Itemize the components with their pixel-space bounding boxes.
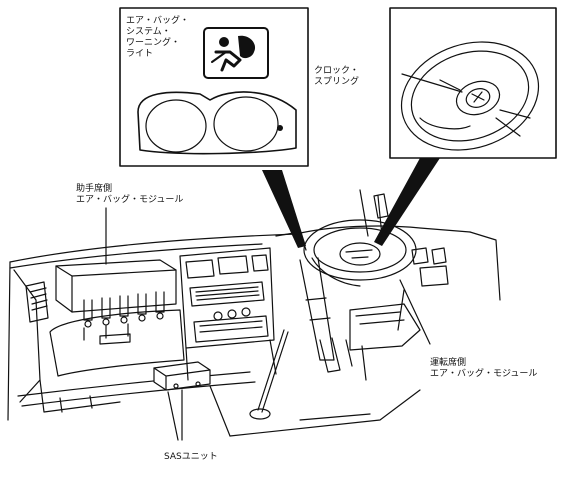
warning-light-callout-wedge [262,170,306,248]
driver-module-label: 運転席側 エア・バッグ・モジュール [430,358,537,380]
console-lower [167,385,231,441]
passenger-airbag-module [55,259,177,341]
dash-left-panel [13,269,41,403]
callout-wedges [262,158,440,248]
driver-module-leader-a [397,289,405,331]
dash-top-right [295,225,471,235]
instrument-cluster [137,91,297,155]
driver-module-label-line-2: エア・バッグ・モジュール [430,369,538,379]
dash-lower-edge-2 [21,381,256,407]
passenger-module-label-line-1: 助手席側 [76,184,113,194]
steering-wheel-detail [400,41,540,151]
center-stack [179,247,275,349]
floor-mat [299,413,371,421]
dash-left-edge [7,261,11,421]
clock-spring-label-line-2: スプリング [314,77,360,87]
instrument-hood [275,231,307,251]
dash-top-edge [9,233,297,263]
warning-light-label-line-3: ワーニング・ [126,38,181,48]
left-vent [25,281,49,323]
clock-spring-center [471,91,485,103]
clock-spring-callout-wedge [374,158,440,246]
warning-light-label-line-4: ライト [126,49,154,59]
glovebox-latch [99,333,131,345]
pedals [319,337,367,381]
door-edge [469,231,501,301]
right-vent [419,265,449,287]
dashboard [7,189,501,441]
glovebox-bottom [39,379,121,413]
side-mirror [373,193,389,219]
clock-spring-label-line-1: クロック・ [314,66,359,76]
warning-light-label-line-1: エア・バッグ・ [126,16,190,26]
under-dash-ribs [59,395,93,413]
console-sides [185,339,277,381]
driver-module-leader [399,279,431,345]
passenger-module-label: 助手席側 エア・バッグ・モジュール [76,184,183,206]
glovebox [49,309,185,377]
clock-spring-label: クロック・ スプリング [314,66,359,88]
clock-spring-leader [401,73,463,93]
warning-light-label-line-2: システム・ [126,27,171,37]
dash-lower-edge [17,371,251,397]
steering-column [299,257,335,361]
gear-shift [249,329,289,420]
floor-line [229,389,421,437]
driver-module-label-line-1: 運転席側 [430,358,467,368]
right-switches [411,247,447,265]
clock-spring-inset [389,7,557,159]
warning-light-inset [119,7,309,167]
sas-unit-label: SASユニット [164,452,218,462]
knee-panel [349,303,421,351]
sas-unit-body [153,361,211,391]
knee-panel-lines [355,311,405,325]
airbag-person-icon [203,27,269,79]
dash-top-edge-inner [9,243,263,269]
warning-light-label: エア・バッグ・ システム・ ワーニング・ ライト [126,16,189,60]
passenger-module-label-line-2: エア・バッグ・モジュール [76,195,184,205]
a-pillar [359,189,383,237]
